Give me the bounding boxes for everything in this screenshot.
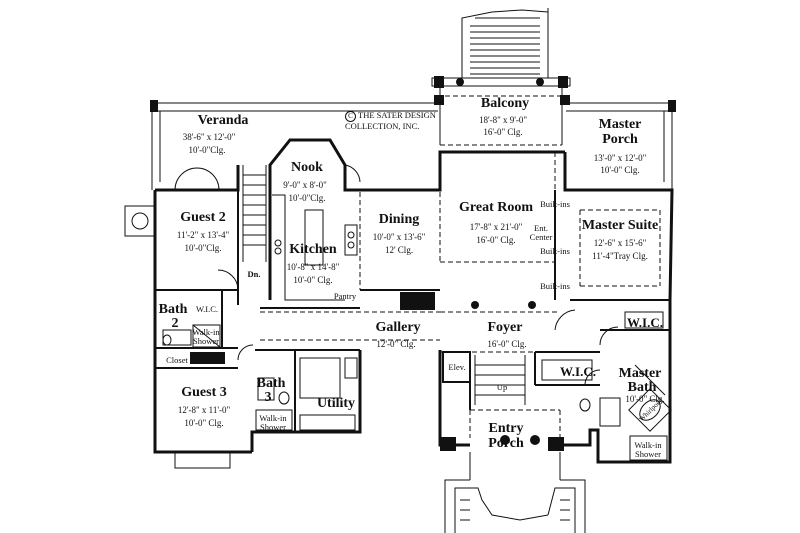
rear-stairs [461, 8, 549, 78]
hall-wic-label: W.I.C. [559, 364, 597, 379]
pantry-label: Pantry [333, 291, 357, 301]
master-wic-label: W.I.C. [626, 315, 664, 330]
bath2-wic-label: W.I.C. [195, 304, 219, 314]
doors [174, 164, 619, 386]
builtins-label-1: Built-ins [540, 199, 570, 209]
dining-ceiling: 12' Clg. [384, 245, 414, 255]
guest3-name: Guest 3 [181, 385, 227, 400]
master-bath-name-1: Master [618, 366, 662, 381]
utility-name: Utility [316, 396, 356, 411]
great-room-ceiling: 16'-0" Clg. [476, 235, 516, 245]
entry-porch-name-1: Entry [488, 421, 524, 436]
bath-fixtures [162, 311, 672, 461]
master-porch-size: 13'-0" x 12'-0" [593, 153, 647, 163]
bath3-walkin-2: Shower [260, 422, 286, 432]
ent-center-line2: Center [529, 232, 553, 242]
kitchen-counters [272, 194, 358, 301]
veranda-ceiling: 10'-0"Clg. [188, 145, 226, 155]
balcony-ceiling: 16'-0" Clg. [483, 127, 523, 137]
builtins-label-3: Built-ins [540, 281, 570, 291]
bath2-name-1: Bath [158, 302, 188, 317]
gallery-name: Gallery [375, 320, 421, 335]
great-room-name: Great Room [459, 200, 533, 215]
columns [150, 76, 676, 451]
bath2-walkin-1: Walk-in [192, 327, 220, 337]
kitchen-ceiling: 10'-0" Clg. [293, 275, 333, 285]
foyer-ceiling: 16'-0" Clg. [487, 339, 527, 349]
balcony-size: 18'-8" x 9'-0" [478, 115, 528, 125]
guest2-ceiling: 10'-0"Clg. [184, 243, 222, 253]
great-room-size: 17'-8" x 21'-0" [469, 222, 523, 232]
ent-center-line1: Ent. [534, 223, 548, 233]
guest2-size: 11'-2" x 13'-4" [176, 230, 230, 240]
copyright-line1: THE SATER DESIGN [358, 110, 436, 120]
guest2-name: Guest 2 [180, 210, 226, 225]
front-stairs [444, 452, 586, 533]
guest3-size: 12'-8" x 11'-0" [177, 405, 231, 415]
nook-name: Nook [291, 160, 323, 175]
master-porch-ceiling: 10'-0" Clg. [600, 165, 640, 175]
copyright-line2: COLLECTION, INC. [345, 121, 420, 131]
master-porch-name-2: Porch [602, 132, 638, 147]
balcony-name: Balcony [480, 96, 530, 111]
bath3-name-1: Bath [256, 376, 286, 391]
veranda-name: Veranda [197, 113, 249, 128]
master-suite-name: Master Suite [581, 218, 659, 233]
foyer-name: Foyer [487, 320, 523, 335]
stairs-up-label: Up [496, 382, 508, 392]
bath2-walkin-2: Shower [193, 336, 219, 346]
nook-ceiling: 10'-0"Clg. [288, 193, 326, 203]
entry-porch-name-2: Porch [488, 436, 524, 451]
master-suite-ceiling: 11'-4"Tray Clg. [592, 251, 648, 261]
fireplace [124, 205, 156, 237]
kitchen-name: Kitchen [289, 242, 337, 257]
dining-size: 10'-0" x 13'-6" [372, 232, 426, 242]
veranda-size: 38'-6" x 12'-0" [182, 132, 236, 142]
bath2-name-2: 2 [171, 316, 179, 331]
elevator-label: Elev. [448, 362, 466, 372]
guest3-ceiling: 10'-0" Clg. [184, 418, 224, 428]
master-bath-name-2: Bath [627, 380, 657, 395]
kitchen-size: 10'-8" x 14'-8" [286, 262, 340, 272]
interior-stairs [242, 165, 526, 405]
master-bath-ceiling: 10'-0" Clg. [625, 394, 665, 404]
interior-walls [155, 165, 670, 432]
gallery-ceiling: 12'-0" Clg. [376, 339, 416, 349]
bath3-walkin-1: Walk-in [259, 413, 287, 423]
guest3-bay [174, 452, 231, 469]
closet-label: Closet [166, 355, 188, 365]
stairs-down-label: Dn. [247, 269, 261, 279]
nook-size: 9'-0" x 8'-0" [283, 180, 327, 190]
builtins-label-2: Built-ins [540, 246, 570, 256]
master-walkin-2: Shower [635, 449, 661, 459]
porch-outlines [151, 77, 673, 190]
master-walkin-1: Walk-in [634, 440, 662, 450]
dining-name: Dining [378, 212, 420, 227]
bath3-name-2: 3 [264, 390, 272, 405]
master-porch-name-1: Master [598, 117, 642, 132]
master-suite-size: 12'-6" x 15'-6" [593, 238, 647, 248]
